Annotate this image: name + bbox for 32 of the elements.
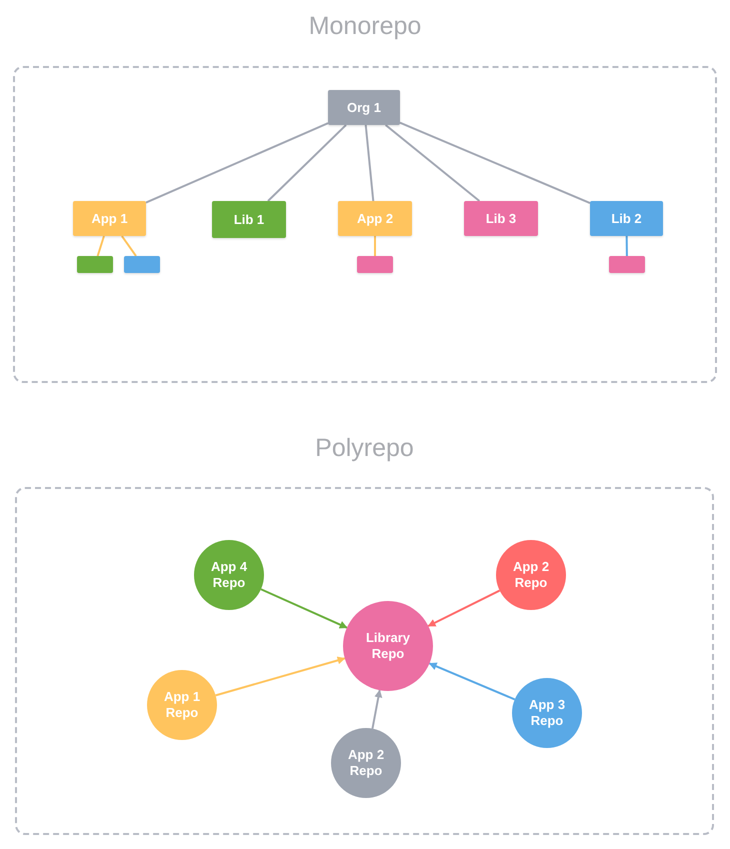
section-heading: Polyrepo [314,434,415,463]
connector-line [364,124,374,202]
repo-circle: App 2 Repo [331,728,401,798]
connector-line [267,124,347,202]
repo-circle: App 1 Repo [147,670,217,740]
node-box: App 2 [338,201,412,236]
module-box [357,256,393,273]
module-box [77,256,113,273]
connector-line [400,122,590,204]
arrow [428,590,500,627]
section-heading: Monorepo [308,12,422,41]
node-box: Org 1 [328,90,400,125]
module-box [124,256,160,273]
arrow [260,588,348,629]
repo-circle: Library Repo [343,601,433,691]
node-box: Lib 3 [464,201,538,236]
arrow [428,662,516,700]
module-box [609,256,645,273]
node-box: App 1 [73,201,146,236]
node-box: Lib 1 [212,201,286,238]
connector-line [626,236,628,256]
connector-line [384,124,480,202]
arrow [215,656,346,696]
repo-circle: App 3 Repo [512,678,582,748]
node-box: Lib 2 [590,201,663,236]
arrow [371,689,382,729]
connector-line [146,122,328,204]
repo-circle: App 4 Repo [194,540,264,610]
repo-circle: App 2 Repo [496,540,566,610]
connector-line [374,236,376,256]
connector-line [121,235,137,257]
connector-line [96,236,105,256]
